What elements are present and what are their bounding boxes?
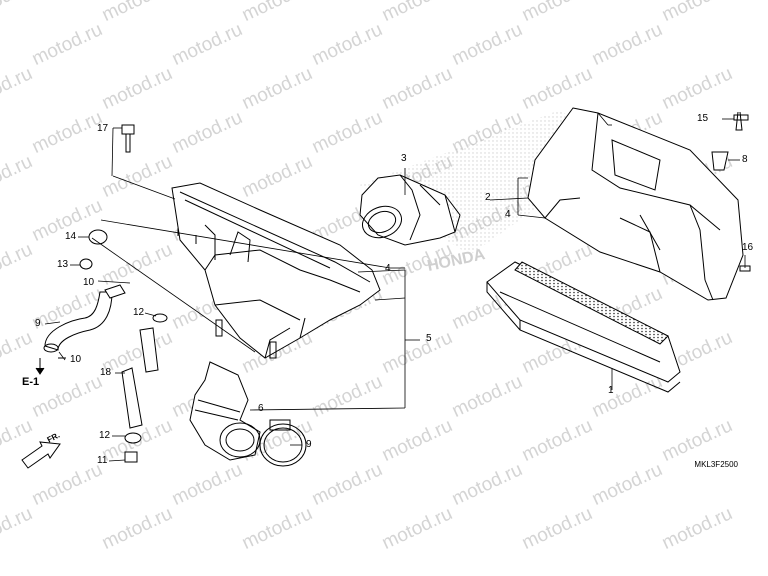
callout-9: 9 <box>306 439 312 450</box>
callout-10b: 10 <box>70 354 82 365</box>
callout-3: 3 <box>401 153 407 164</box>
honda-emblem: HONDA <box>426 246 487 275</box>
callout-4a: 4 <box>385 263 391 274</box>
intake-duct <box>359 174 461 246</box>
air-cleaner-cover <box>527 107 744 301</box>
callout-15: 15 <box>697 113 709 124</box>
air-filter-element <box>486 261 681 393</box>
callout-5: 5 <box>426 333 432 344</box>
callout-13: 13 <box>57 259 69 270</box>
callout-12b: 12 <box>99 430 111 441</box>
section-reference: E-1 <box>22 376 40 388</box>
connecting-tube <box>189 361 261 461</box>
hardware <box>58 111 751 463</box>
breather-tube <box>43 291 113 353</box>
callout-11: 11 <box>97 455 108 466</box>
callout-8: 8 <box>742 154 748 165</box>
svg-text:HONDA: HONDA <box>426 246 487 275</box>
band-clamp <box>259 419 307 467</box>
callout-18: 18 <box>100 367 112 378</box>
callout-10a: 10 <box>83 277 95 288</box>
callout-7: 9 <box>35 318 41 329</box>
callout-1: 1 <box>608 385 614 396</box>
callout-17: 16 <box>742 242 754 253</box>
callout-16: 17 <box>97 123 109 134</box>
callout-12a: 12 <box>133 307 145 318</box>
drain-tube <box>121 327 159 429</box>
diagram-code: MKL3F2500 <box>694 460 738 469</box>
air-cleaner-case <box>171 182 381 359</box>
callout-14: 14 <box>65 231 77 242</box>
callout-6: 6 <box>258 403 264 414</box>
front-direction-arrow <box>21 441 61 469</box>
leader-lines <box>44 112 746 462</box>
callout-4b: 4 <box>505 209 511 220</box>
callout-2: 2 <box>485 192 491 203</box>
